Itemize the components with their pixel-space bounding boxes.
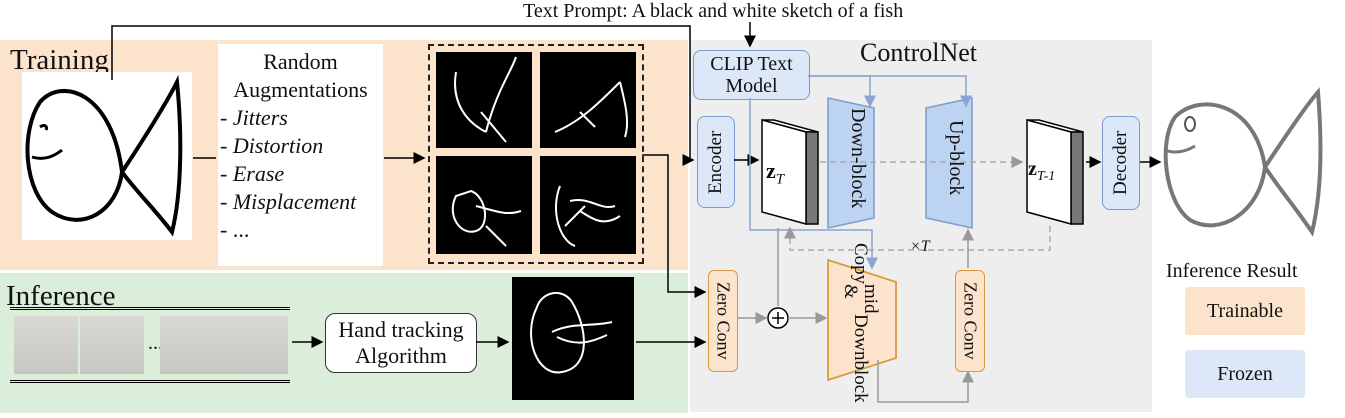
augment-item: - Erase — [220, 161, 285, 186]
augmented-sample — [540, 156, 636, 254]
fish-sketch-icon — [1163, 87, 1323, 237]
frames-ellipsis: ... — [148, 332, 163, 354]
clip-text-model: CLIP Text Model — [693, 50, 810, 100]
augmented-samples-grid — [428, 44, 644, 264]
sketch-stroke-icon — [451, 189, 522, 247]
sketch-stroke-icon — [555, 185, 621, 247]
augmentations-box: Random Augmentations - Jitters - Distort… — [218, 44, 383, 266]
inference-result-image — [1160, 82, 1328, 242]
controlnet-shapes — [767, 97, 973, 382]
video-frames-strip: ... — [10, 307, 290, 383]
augment-title-1: Random — [263, 49, 338, 74]
zero-conv-left: Zero Conv — [708, 270, 738, 372]
hand-tracking-box: Hand tracking Algorithm — [325, 313, 477, 373]
sketch-stroke-icon — [454, 56, 517, 143]
latent-zt-minus-1: zT-1 — [1025, 118, 1085, 226]
sketch-stroke-icon — [554, 81, 629, 138]
video-frame — [160, 316, 224, 374]
inference-result-label: Inference Result — [1166, 260, 1298, 282]
video-frame — [224, 316, 288, 374]
video-frame — [80, 316, 144, 374]
text-prompt: Text Prompt: A black and white sketch of… — [523, 0, 904, 22]
augmented-sample — [436, 156, 532, 254]
inference-label: Inference — [6, 280, 116, 312]
clip-label-1: CLIP Text — [710, 53, 793, 75]
augment-item: - ... — [220, 217, 250, 242]
upblock-label: Up-block — [945, 120, 967, 196]
clip-label-2: Model — [725, 75, 778, 97]
controlnet-label: ControlNet — [860, 38, 977, 67]
training-label: Training — [10, 44, 109, 76]
sketch-stroke-icon — [530, 292, 613, 374]
tracked-sketch — [512, 277, 634, 400]
hand-tracking-label-2: Algorithm — [355, 343, 447, 368]
legend-trainable: Trainable — [1185, 287, 1305, 335]
augment-item: - Jitters — [220, 105, 288, 130]
downblock-label: Down-block — [847, 108, 869, 208]
fish-sketch-icon — [25, 74, 183, 237]
training-sketch — [22, 72, 192, 240]
legend-frozen: Frozen — [1185, 350, 1305, 398]
zero-conv-right: Zero Conv — [955, 270, 985, 372]
latent-cube-icon — [1026, 119, 1084, 225]
times-t-label: ×T — [910, 238, 930, 255]
hand-tracking-label-1: Hand tracking — [338, 317, 464, 342]
augmented-sample — [436, 52, 532, 148]
ztm1-label: zT-1 — [1028, 158, 1056, 184]
video-frame — [14, 316, 78, 374]
augmented-sample — [540, 52, 636, 148]
augment-item: - Misplacement — [220, 189, 357, 214]
augment-title-2: Augmentations — [233, 77, 368, 102]
copy-block-shape — [827, 258, 897, 382]
augment-item: - Distortion — [220, 133, 324, 158]
